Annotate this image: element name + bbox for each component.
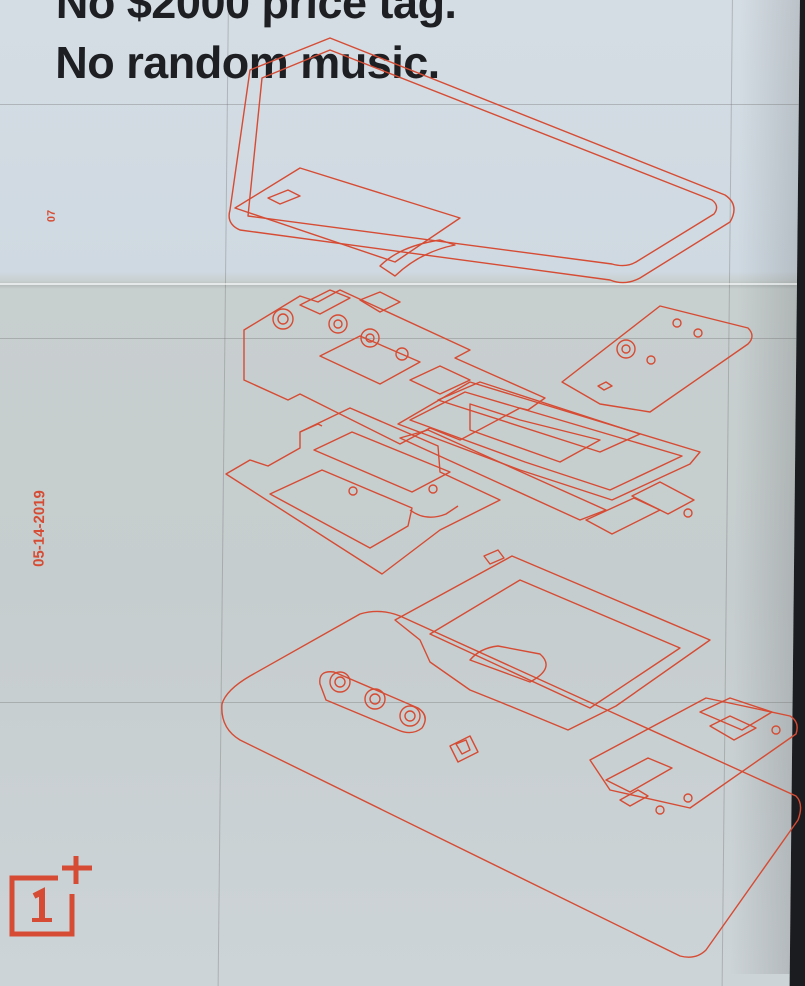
camera-board: [561, 305, 753, 413]
sub-board: [589, 697, 798, 815]
mid-frame-upper: [243, 289, 546, 445]
rear-cover: [221, 610, 802, 958]
front-glass-panel: [228, 37, 735, 284]
logic-board: [397, 381, 701, 535]
back-frame: [394, 549, 711, 731]
battery-bracket: [225, 407, 501, 575]
oneplus-logo: [9, 856, 92, 937]
